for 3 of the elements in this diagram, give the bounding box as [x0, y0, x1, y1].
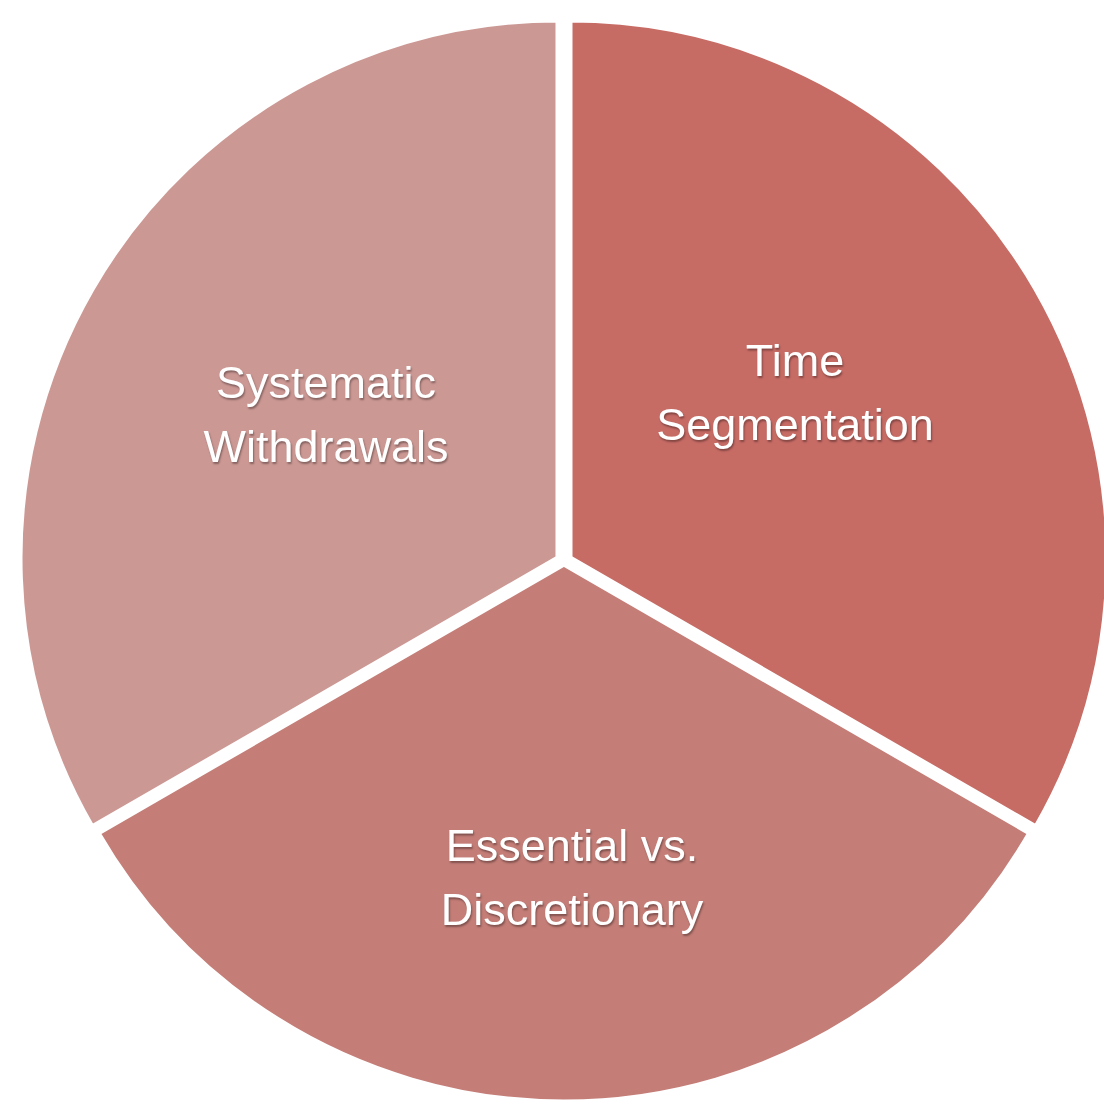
sector-label: Time Segmentation: [655, 334, 935, 452]
sector-label: Systematic Withdrawals: [202, 356, 450, 474]
sector-label: Essential vs. Discretionary: [439, 819, 705, 937]
